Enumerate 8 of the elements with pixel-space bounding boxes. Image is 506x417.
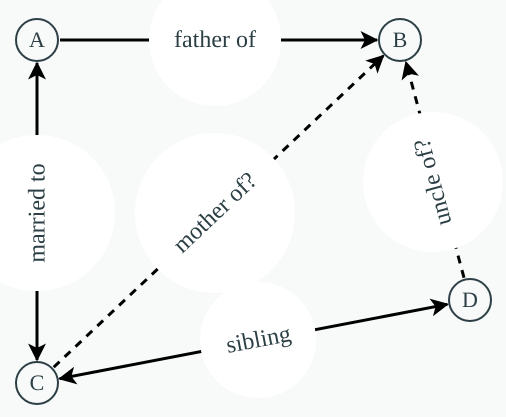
node-circle: A (15, 18, 59, 62)
node-circle: B (378, 18, 422, 62)
node-circle: C (15, 361, 59, 405)
edge-label: uncle of? (410, 136, 456, 228)
edge-label: father of (174, 28, 256, 52)
edge-label: sibling (224, 322, 293, 358)
node-circle: D (448, 278, 492, 322)
edge-label: married to (25, 163, 50, 263)
